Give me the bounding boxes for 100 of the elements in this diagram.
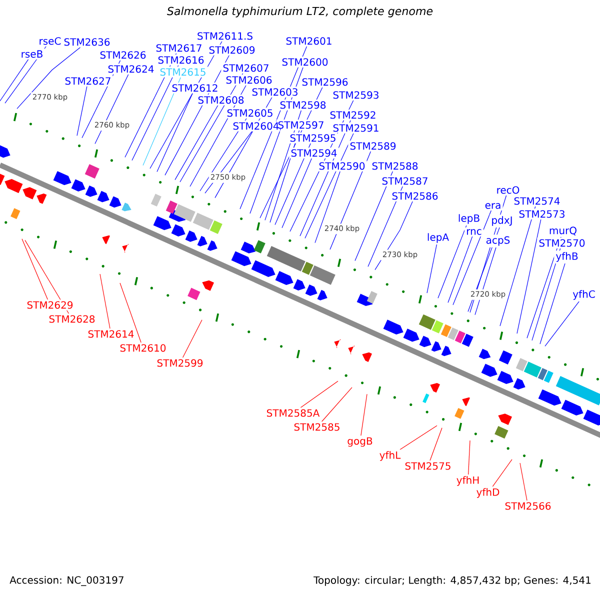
gene-label: STM2593 bbox=[333, 91, 378, 99]
leader-line bbox=[426, 244, 438, 294]
leader-line bbox=[438, 225, 467, 298]
gene-label: STM2603 bbox=[252, 88, 298, 96]
gene-label: STM2629 bbox=[27, 301, 73, 309]
leader-line bbox=[274, 143, 311, 226]
gene-label: STM2573 bbox=[519, 210, 564, 218]
gene-label: STM2636 bbox=[64, 38, 110, 46]
gene-label: STM2626 bbox=[100, 51, 146, 59]
leader-line bbox=[492, 459, 512, 487]
leader-line bbox=[76, 86, 88, 136]
gene-label: rnc bbox=[467, 229, 482, 235]
leader-line bbox=[94, 74, 129, 144]
leader-line bbox=[82, 60, 121, 138]
leader-line bbox=[264, 110, 302, 220]
leader-line bbox=[156, 93, 193, 172]
leader-line bbox=[304, 133, 354, 238]
gene-label: STM2589 bbox=[350, 142, 396, 150]
leader-line bbox=[132, 65, 179, 161]
leader-line bbox=[516, 219, 542, 334]
leader-line bbox=[360, 394, 368, 436]
gene-label: STM2570 bbox=[539, 239, 585, 247]
accession-note: Accession: NC_003197 bbox=[10, 576, 124, 586]
leader-line bbox=[400, 425, 438, 450]
gene-label: STM2591 bbox=[333, 124, 378, 132]
gene-label: recO bbox=[497, 186, 520, 194]
gene-label: lepB bbox=[458, 214, 480, 224]
leader-line bbox=[142, 77, 181, 166]
leader-line bbox=[368, 186, 403, 267]
leader-line bbox=[314, 171, 340, 244]
leader-line bbox=[540, 263, 566, 344]
gene-label: STM2588 bbox=[372, 162, 418, 170]
gene-label: yfhH bbox=[456, 476, 479, 486]
gene-label: STM2592 bbox=[330, 111, 376, 119]
gene-label: lepA bbox=[428, 233, 449, 243]
leader-line bbox=[452, 210, 492, 306]
gene-label: STM2600 bbox=[282, 58, 328, 66]
gene-label: STM2601 bbox=[286, 37, 332, 45]
gene-label: STM2609 bbox=[209, 46, 255, 54]
gene-label: era bbox=[485, 203, 500, 209]
leader-line bbox=[470, 195, 507, 313]
gene-label: STM2617 bbox=[156, 44, 202, 52]
gene-label: rseC bbox=[40, 37, 61, 45]
gene-label: STM2606 bbox=[226, 76, 272, 84]
leader-line bbox=[430, 428, 442, 461]
gene-label: acpS bbox=[486, 236, 510, 246]
gene-label: STM2585A bbox=[266, 409, 320, 417]
leader-line bbox=[16, 47, 81, 109]
leader-line bbox=[150, 41, 222, 169]
leader-line bbox=[500, 206, 536, 326]
gene-label: STM2611.S bbox=[198, 32, 252, 40]
gene-label: STM2627 bbox=[65, 77, 110, 85]
leader-line bbox=[174, 105, 218, 180]
gene-label: STM2595 bbox=[290, 134, 336, 142]
leader-line bbox=[374, 201, 413, 270]
leader-line bbox=[260, 87, 323, 218]
gene-label: gogB bbox=[348, 437, 372, 447]
gene-label: STM2612 bbox=[172, 84, 218, 92]
leader-line bbox=[120, 282, 142, 343]
leader-line bbox=[544, 301, 580, 346]
leader-line bbox=[532, 248, 561, 341]
leader-line bbox=[182, 320, 202, 358]
gene-label: STM2587 bbox=[382, 177, 428, 185]
leader-line bbox=[270, 130, 300, 223]
leader-line bbox=[164, 55, 230, 176]
gene-label: STM2605 bbox=[227, 109, 272, 117]
gene-label: STM2616 bbox=[158, 56, 204, 64]
gene-label: STM2607 bbox=[223, 64, 268, 72]
gene-label: pdxJ bbox=[492, 216, 512, 226]
leader-line bbox=[124, 53, 177, 158]
gene-label: STM2575 bbox=[405, 462, 450, 470]
gene-label: STM2590 bbox=[319, 162, 365, 170]
leader-line bbox=[4, 46, 46, 104]
leader-line bbox=[0, 59, 29, 102]
leader-line bbox=[330, 151, 372, 250]
leader-line bbox=[180, 73, 244, 182]
gene-label: STM2615 bbox=[160, 68, 206, 76]
gene-label: STM2598 bbox=[280, 101, 326, 109]
genome-summary-note: Topology: circular; Length: 4,857,432 bp; Genes: 4,541 bbox=[314, 576, 590, 586]
gene-label: STM2604 bbox=[233, 122, 279, 130]
leader-line bbox=[214, 97, 272, 198]
gene-label: STM2574 bbox=[514, 197, 560, 205]
gene-label: yfhD bbox=[476, 488, 500, 498]
gene-label: STM2624 bbox=[108, 65, 154, 73]
gene-label: yfhB bbox=[556, 252, 578, 262]
leader-line bbox=[240, 46, 308, 210]
leader-line bbox=[468, 440, 470, 475]
leader-line bbox=[290, 100, 354, 232]
gene-label: murQ bbox=[550, 226, 576, 236]
leader-line bbox=[100, 274, 110, 329]
gene-label: STM2566 bbox=[505, 502, 551, 510]
leader-line bbox=[354, 171, 394, 262]
gene-label: STM2596 bbox=[302, 78, 348, 86]
gene-label: STM2597 bbox=[278, 121, 324, 129]
leader-line bbox=[24, 240, 70, 314]
leader-line bbox=[204, 131, 252, 194]
leader-line bbox=[300, 380, 338, 408]
leader-line bbox=[22, 238, 48, 300]
leader-line bbox=[468, 227, 500, 312]
leader-line bbox=[321, 387, 352, 422]
